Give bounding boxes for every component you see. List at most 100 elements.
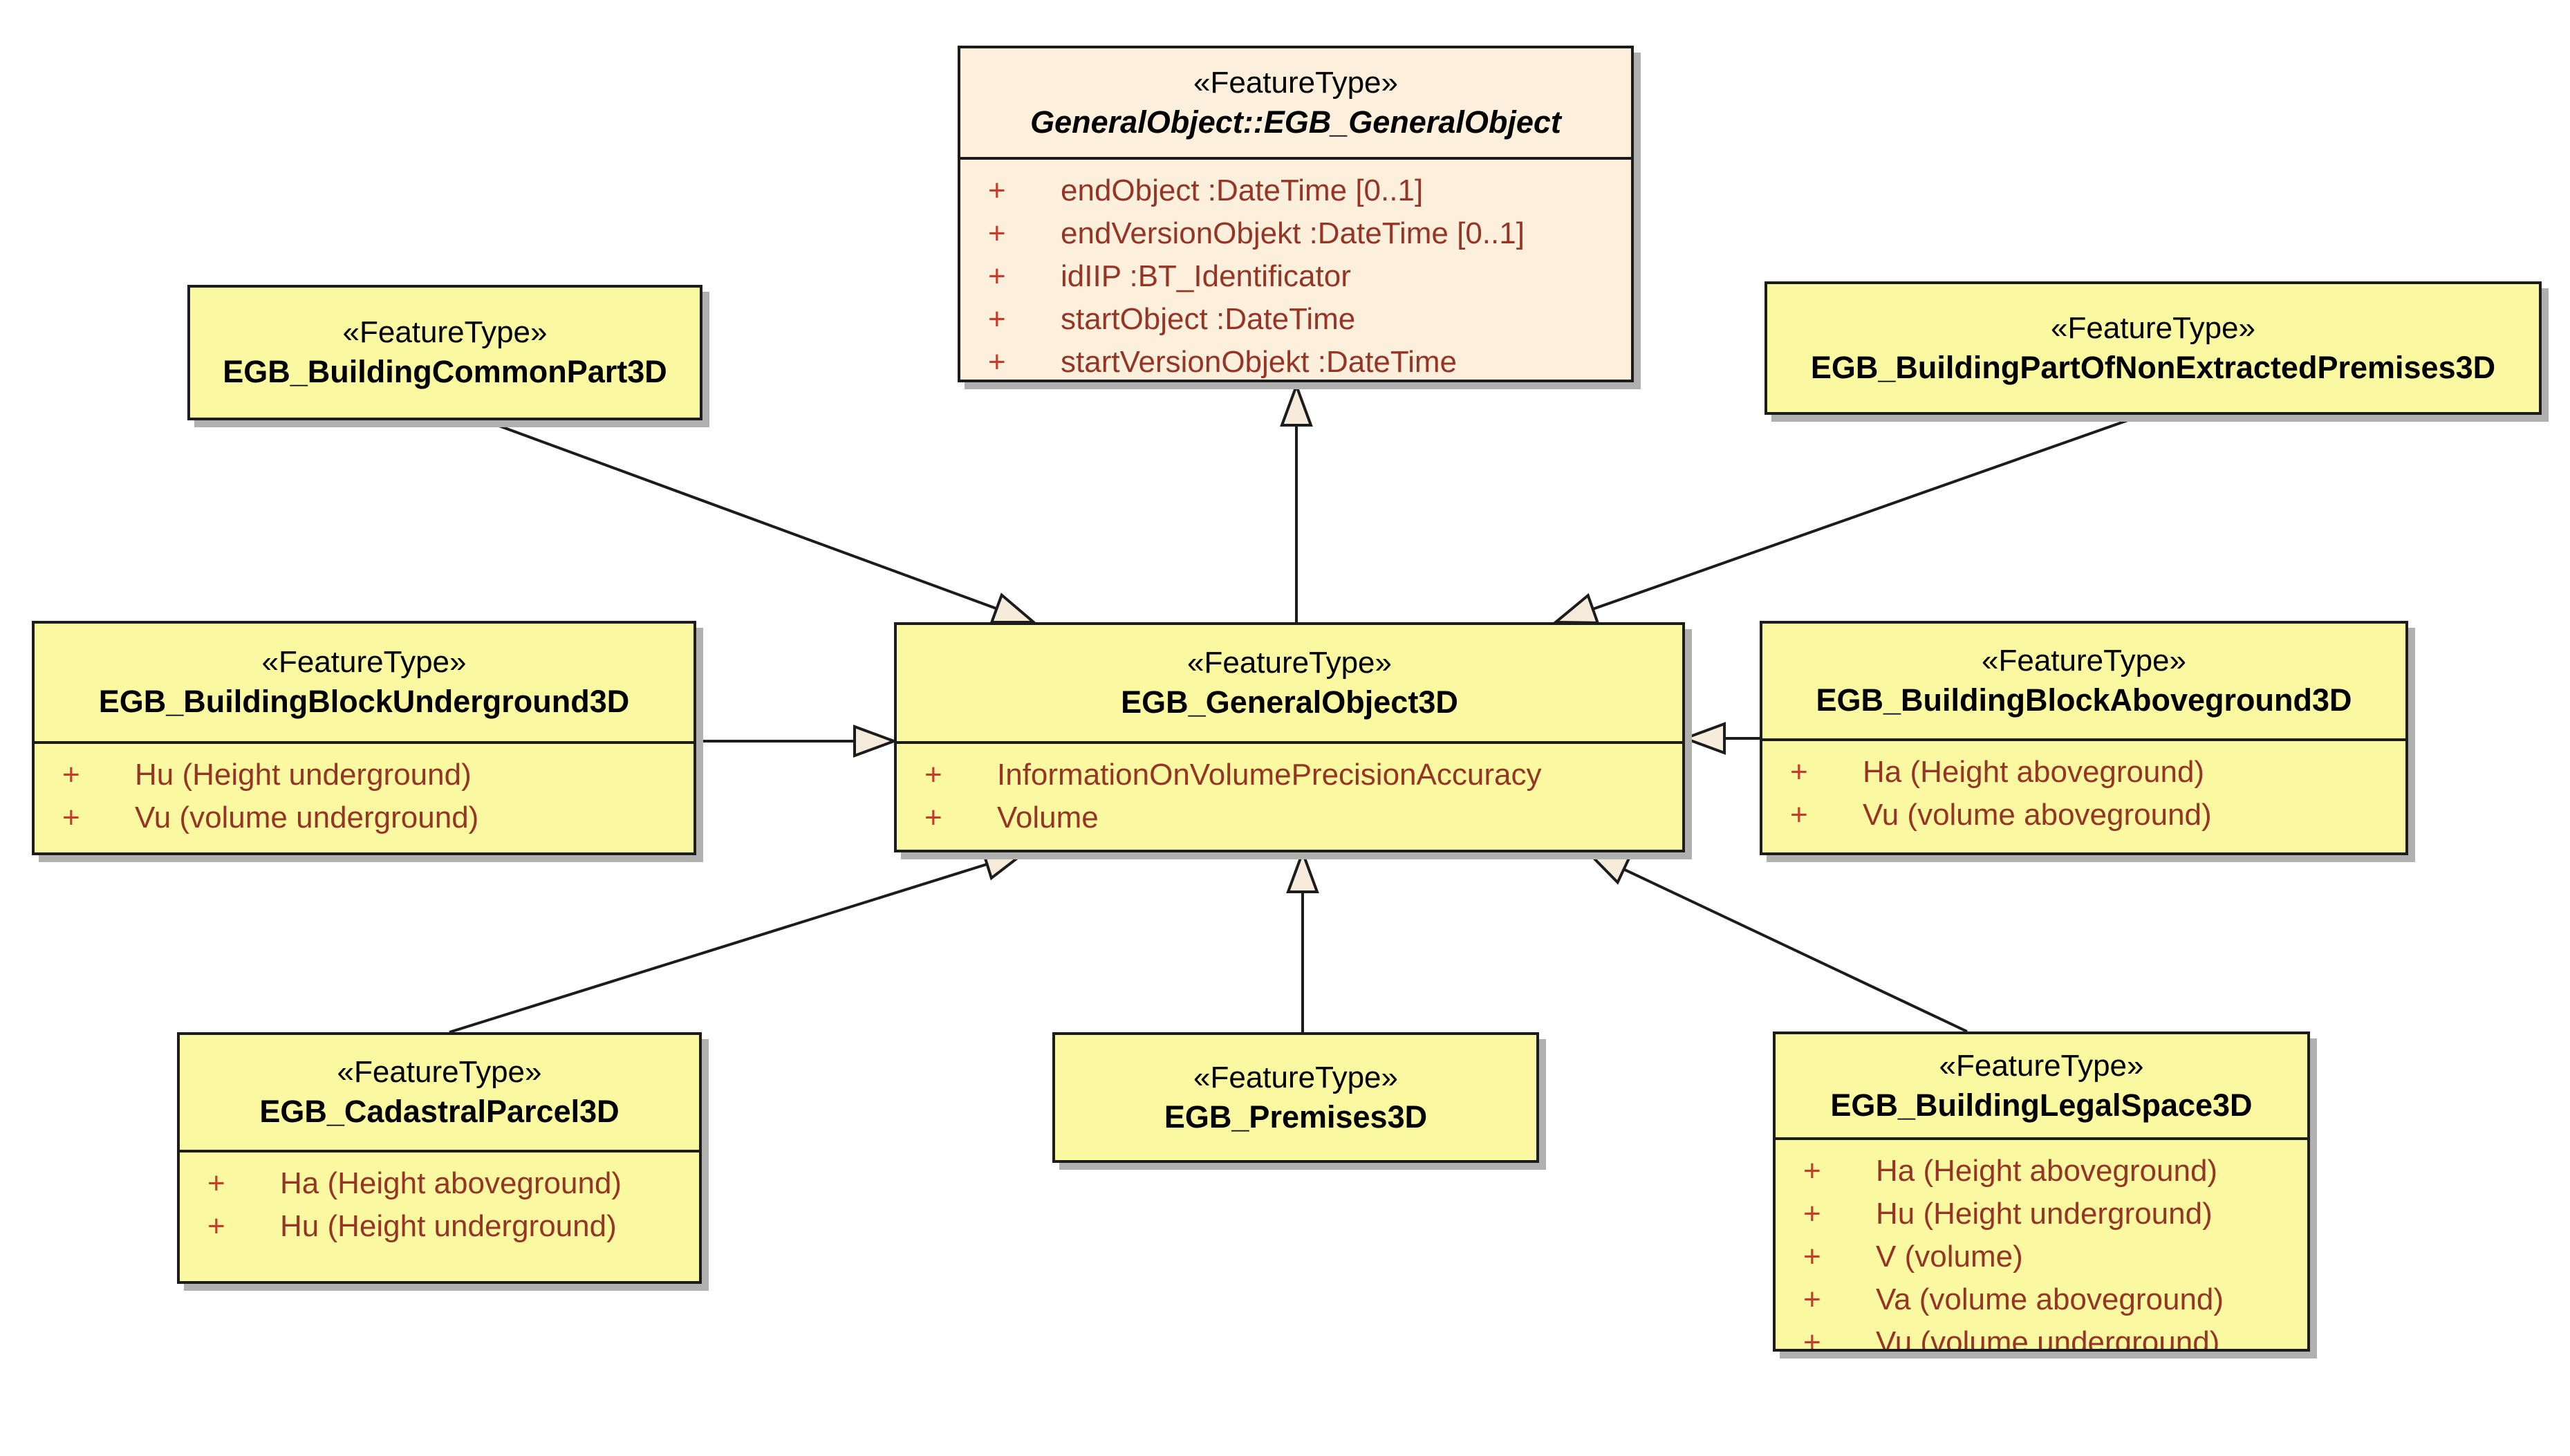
generalization-buildinglegalspace3d-to-generalobject3d	[1588, 852, 1968, 1033]
class-general-object-3d: «FeatureType» EGB_GeneralObject3D + Informa…	[894, 622, 1685, 852]
attribute-row: + Hu (Height underground)	[62, 754, 682, 796]
visibility-plus: +	[988, 174, 1006, 207]
attribute-text: Ha (Height aboveground)	[1863, 755, 2205, 789]
attribute-row: + Va (volume aboveground)	[1803, 1278, 2296, 1321]
class-header: «FeatureType» EGB_GeneralObject3D	[897, 625, 1682, 744]
attribute-row: + Vu (volume underground)	[1803, 1321, 2296, 1352]
attribute-row: + Ha (Height aboveground)	[1803, 1150, 2296, 1193]
class-name: GeneralObject::EGB_GeneralObject	[1030, 104, 1561, 140]
class-name: EGB_BuildingCommonPart3D	[223, 354, 667, 389]
visibility-plus: +	[1790, 755, 1808, 789]
attribute-text: Ha (Height aboveground)	[280, 1166, 622, 1200]
visibility-plus: +	[1803, 1197, 1821, 1231]
attribute-text: Hu (Height underground)	[135, 758, 472, 792]
visibility-plus: +	[988, 216, 1006, 250]
attribute-text: idIIP :BT_Identificator	[1061, 259, 1351, 293]
attribute-text: endVersionObjekt :DateTime [0..1]	[1061, 216, 1525, 250]
class-stereotype: «FeatureType»	[261, 645, 467, 679]
class-header: «FeatureType» EGB_BuildingBlockAbovegroun…	[1762, 624, 2405, 741]
attribute-text: Ha (Height aboveground)	[1876, 1154, 2218, 1188]
class-name: EGB_BuildingLegalSpace3D	[1830, 1087, 2253, 1123]
attribute-row: + Volume	[924, 796, 1671, 839]
class-header: «FeatureType»GeneralObject::EGB_GeneralO…	[960, 48, 1631, 160]
attribute-text: Vu (volume underground)	[1876, 1325, 2220, 1352]
attribute-row: + Hu (Height underground)	[1803, 1193, 2296, 1235]
visibility-plus: +	[62, 801, 80, 834]
class-stereotype: «FeatureType»	[1939, 1048, 2144, 1083]
class-building-common-part-3d: «FeatureType» EGB_BuildingCommonPart3D	[187, 285, 702, 420]
class-building-part-of-non-extracted-premises-3d: «FeatureType» EGB_BuildingPartOfNonExtrac…	[1764, 281, 2542, 415]
visibility-plus: +	[1803, 1240, 1821, 1273]
visibility-plus: +	[1790, 798, 1808, 832]
visibility-plus: +	[1803, 1325, 1821, 1352]
visibility-plus: +	[207, 1209, 225, 1243]
class-header: «FeatureType» EGB_Premises3D	[1055, 1035, 1536, 1160]
class-building-legal-space-3d: «FeatureType» EGB_BuildingLegalSpace3D + Ha…	[1773, 1032, 2310, 1352]
class-name: EGB_GeneralObject3D	[1121, 684, 1458, 720]
class-header: «FeatureType» EGB_CadastralParcel3D	[180, 1035, 699, 1152]
attribute-row: + startObject :DateTime	[988, 298, 1620, 341]
attribute-text: InformationOnVolumePrecisionAccuracy	[997, 758, 1542, 792]
visibility-plus: +	[988, 259, 1006, 293]
attribute-text: startObject :DateTime	[1061, 302, 1356, 336]
class-header: «FeatureType» EGB_BuildingPartOfNonExtrac…	[1767, 284, 2539, 412]
class-attributes: + Hu (Height underground) + Vu (volume unde…	[35, 744, 693, 852]
class-building-block-aboveground-3d: «FeatureType» EGB_BuildingBlockAbovegroun…	[1760, 621, 2408, 855]
visibility-plus: +	[988, 302, 1006, 336]
class-stereotype: «FeatureType»	[337, 1055, 542, 1089]
class-stereotype: «FeatureType»	[1982, 644, 2186, 678]
attribute-row: + Vu (volume aboveground)	[1790, 794, 2394, 837]
class-stereotype: «FeatureType»	[342, 315, 548, 349]
class-header: «FeatureType» EGB_BuildingCommonPart3D	[190, 288, 700, 418]
attribute-text: Hu (Height underground)	[1876, 1197, 2213, 1231]
attribute-text: endObject :DateTime [0..1]	[1061, 174, 1424, 207]
class-name: EGB_BuildingBlockUnderground3D	[98, 684, 630, 719]
visibility-plus: +	[924, 801, 942, 834]
attribute-row: + V (volume)	[1803, 1235, 2296, 1278]
class-name: EGB_BuildingBlockAboveground3D	[1816, 682, 2352, 718]
visibility-plus: +	[924, 758, 942, 792]
visibility-plus: +	[62, 758, 80, 792]
generalization-buildingcommonpart3d-to-generalobject3d	[483, 419, 1034, 622]
class-stereotype: «FeatureType»	[2051, 310, 2255, 345]
generalization-cadastralparcel3d-to-generalobject3d	[449, 852, 1025, 1034]
class-building-block-underground-3d: «FeatureType» EGB_BuildingBlockUndergroun…	[32, 621, 696, 855]
attribute-row: + InformationOnVolumePrecisionAccuracy	[924, 754, 1671, 796]
attribute-row: + idIIP :BT_Identificator	[988, 255, 1620, 298]
class-header: «FeatureType» EGB_BuildingBlockUndergroun…	[35, 624, 693, 744]
attribute-row: + startVersionObjekt :DateTime	[988, 341, 1620, 380]
visibility-plus: +	[988, 345, 1006, 379]
class-name: EGB_CadastralParcel3D	[259, 1094, 620, 1129]
attribute-row: + Ha (Height aboveground)	[1790, 751, 2394, 794]
attribute-text: Vu (volume underground)	[135, 801, 479, 834]
class-stereotype: «FeatureType»	[1193, 1060, 1398, 1094]
class-attributes: + Ha (Height aboveground) + Hu (Height unde…	[1776, 1140, 2307, 1352]
class-stereotype: «FeatureType»	[1187, 646, 1392, 680]
attribute-text: V (volume)	[1876, 1240, 2023, 1273]
generalization-buildingpartofnonextractedpremises3d-to-generalobject3d	[1556, 413, 2144, 622]
attribute-row: + Ha (Height aboveground)	[207, 1162, 688, 1205]
class-attributes: + InformationOnVolumePrecisionAccuracy + Vo…	[897, 744, 1682, 850]
attribute-row: + endVersionObjekt :DateTime [0..1]	[988, 212, 1620, 255]
attribute-row: + endObject :DateTime [0..1]	[988, 169, 1620, 212]
class-cadastral-parcel-3d: «FeatureType» EGB_CadastralParcel3D + Ha (H…	[177, 1032, 702, 1284]
visibility-plus: +	[207, 1166, 225, 1200]
attribute-text: Va (volume aboveground)	[1876, 1282, 2224, 1316]
attribute-text: startVersionObjekt :DateTime	[1061, 345, 1458, 379]
class-header: «FeatureType» EGB_BuildingLegalSpace3D	[1776, 1034, 2307, 1140]
attribute-text: Volume	[997, 801, 1099, 834]
class-attributes: + Ha (Height aboveground) + Vu (volume abov…	[1762, 741, 2405, 852]
attribute-text: Vu (volume aboveground)	[1863, 798, 2212, 832]
class-general-object: «FeatureType»GeneralObject::EGB_GeneralO…	[958, 46, 1634, 382]
visibility-plus: +	[1803, 1154, 1821, 1188]
visibility-plus: +	[1803, 1282, 1821, 1316]
attribute-row: + Hu (Height underground)	[207, 1205, 688, 1248]
class-stereotype: «FeatureType»	[1193, 65, 1398, 100]
class-attributes: + endObject :DateTime [0..1] + endVersionOb…	[960, 160, 1631, 380]
attribute-text: Hu (Height underground)	[280, 1209, 617, 1243]
class-name: EGB_Premises3D	[1164, 1099, 1428, 1135]
class-name: EGB_BuildingPartOfNonExtractedPremises3D	[1810, 349, 2496, 385]
class-premises-3d: «FeatureType» EGB_Premises3D	[1052, 1032, 1539, 1163]
